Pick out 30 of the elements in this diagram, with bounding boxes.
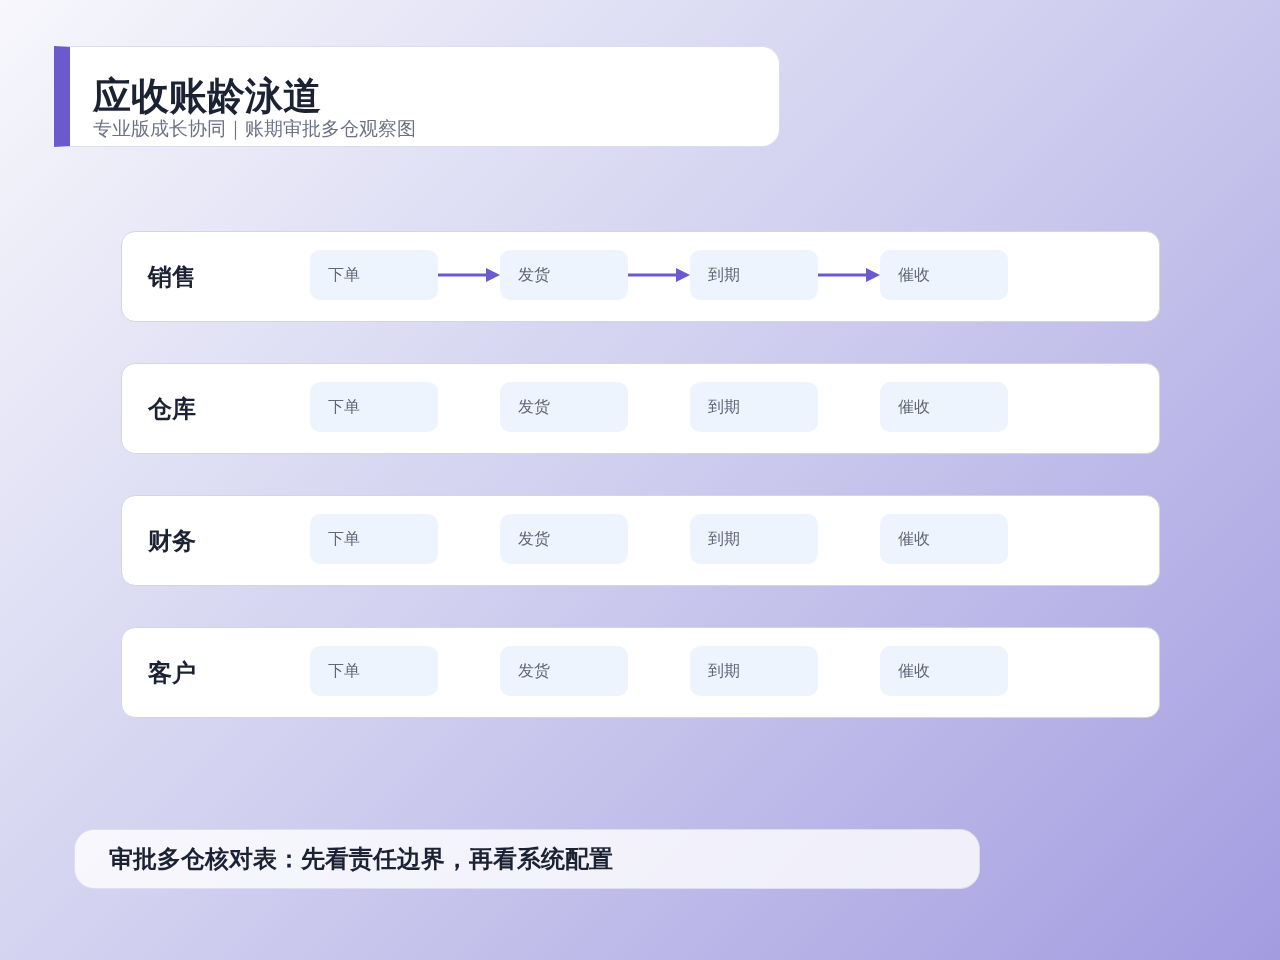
step-box: 下单 <box>310 382 438 432</box>
arrow <box>438 268 500 282</box>
swimlane <box>121 231 1160 322</box>
step-box: 发货 <box>500 514 628 564</box>
title: 应收账龄泳道 <box>93 74 321 118</box>
arrow <box>628 268 690 282</box>
step-box: 下单 <box>310 514 438 564</box>
subtitle: 专业版成长协同｜账期审批多仓观察图 <box>93 117 416 141</box>
lane-label: 客户 <box>148 657 196 688</box>
step-box: 到期 <box>690 382 818 432</box>
step-box: 发货 <box>500 250 628 300</box>
step-box: 到期 <box>690 514 818 564</box>
lane-label: 财务 <box>148 525 196 556</box>
step-box: 下单 <box>310 646 438 696</box>
arrow <box>818 268 880 282</box>
step-box: 发货 <box>500 382 628 432</box>
lane-label: 仓库 <box>148 393 196 424</box>
note-bar: 审批多仓核对表：先看责任边界，再看系统配置 <box>74 829 980 889</box>
swimlane <box>121 363 1160 454</box>
step-box: 发货 <box>500 646 628 696</box>
step-box: 到期 <box>690 646 818 696</box>
step-box: 催收 <box>880 514 1008 564</box>
step-box: 催收 <box>880 250 1008 300</box>
swimlane <box>121 495 1160 586</box>
step-box: 到期 <box>690 250 818 300</box>
step-box: 催收 <box>880 646 1008 696</box>
step-box: 催收 <box>880 382 1008 432</box>
swimlane <box>121 627 1160 718</box>
step-box: 下单 <box>310 250 438 300</box>
lane-label: 销售 <box>148 261 196 292</box>
